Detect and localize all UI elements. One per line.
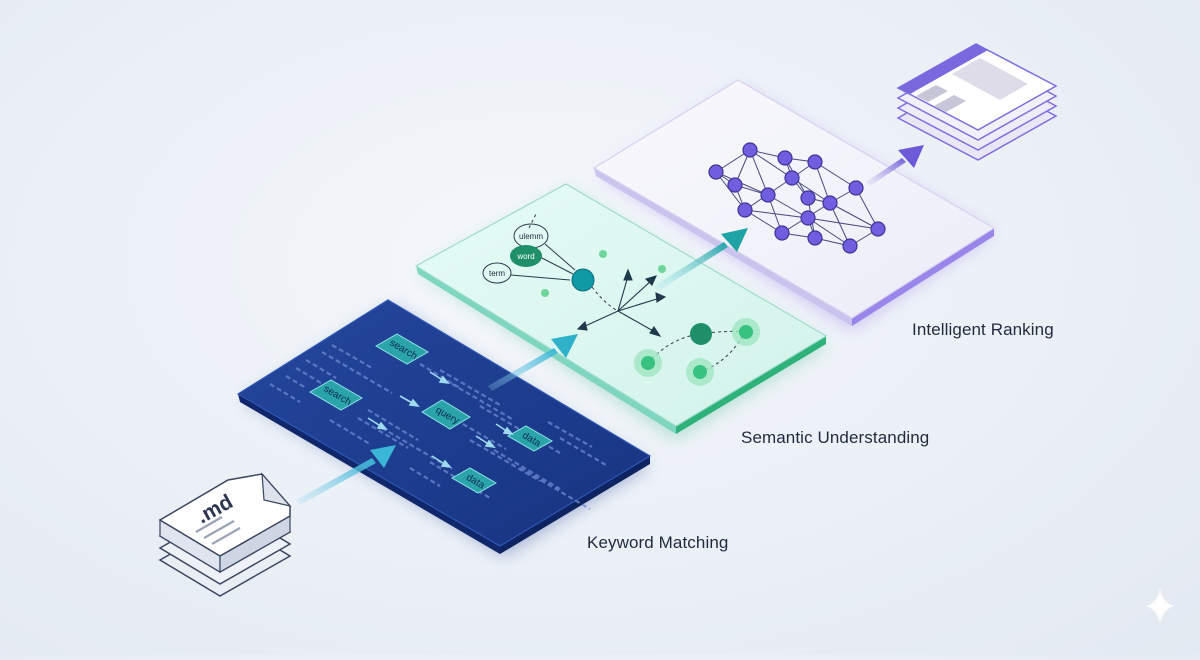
arrow-to-ranking [654,228,748,291]
word-node [510,245,542,267]
token-chip: search [374,333,430,365]
node-label-term: term [489,269,505,278]
arrow-to-results [866,145,924,186]
token-chip: query [421,399,471,430]
word-nodes [482,211,576,284]
token-link-arrows [367,371,514,469]
semantic-panel: ulemm word term [414,183,828,440]
network-nodes [708,142,886,254]
text-lines [269,344,607,510]
keyword-panel: search search query data data [236,299,652,556]
node-label-ulemm: ulemm [519,232,543,241]
cluster-icon [634,318,760,386]
token-chip: data [506,425,554,452]
stage-label-keyword: Keyword Matching [587,533,729,552]
node-label-word: word [516,252,534,261]
stage-label-semantic: Semantic Understanding [741,428,930,447]
vector-burst-icon [576,268,667,337]
arrow-to-semantic [488,334,578,391]
arrow-to-keyword [296,445,396,505]
token-chip: data [450,467,498,494]
sparkle-icon [1146,588,1174,624]
stage-label-ranking: Intelligent Ranking [912,320,1054,339]
markdown-file-icon: .md [158,472,292,597]
results-stack-icon [896,43,1058,161]
concept-node [571,268,595,292]
